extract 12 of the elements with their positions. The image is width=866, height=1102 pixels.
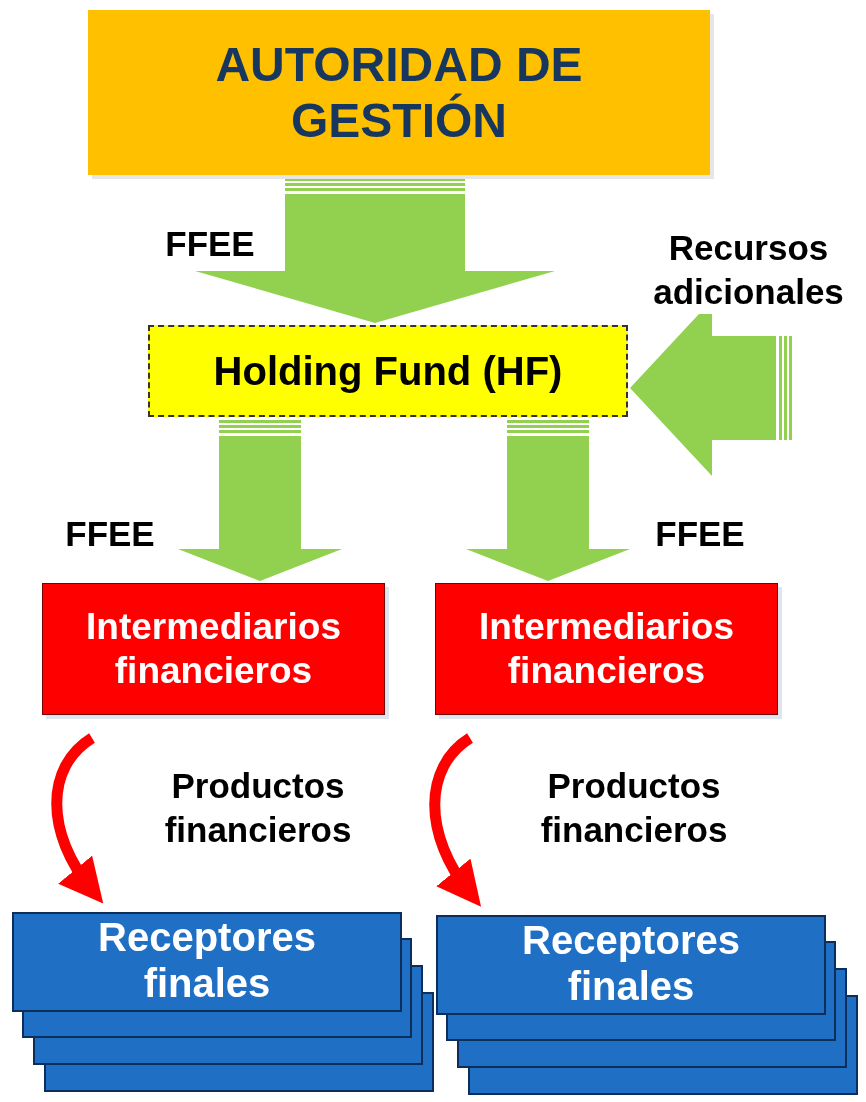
block-arrow — [195, 178, 555, 323]
node-label: Holding Fund (HF) — [212, 348, 564, 395]
curved-arrow — [429, 733, 481, 908]
curved-arrow — [51, 733, 103, 905]
node-label: Receptores finales — [97, 914, 317, 1006]
node-label: Receptores finales — [521, 917, 741, 1009]
node-label: Intermediarios financieros — [478, 605, 735, 693]
block-arrow — [466, 420, 630, 581]
block-arrow — [178, 420, 342, 581]
node-label: AUTORIDAD DE GESTIÓN — [214, 36, 584, 149]
fund-box — [148, 325, 628, 417]
node-label: Intermediarios financieros — [85, 605, 342, 693]
